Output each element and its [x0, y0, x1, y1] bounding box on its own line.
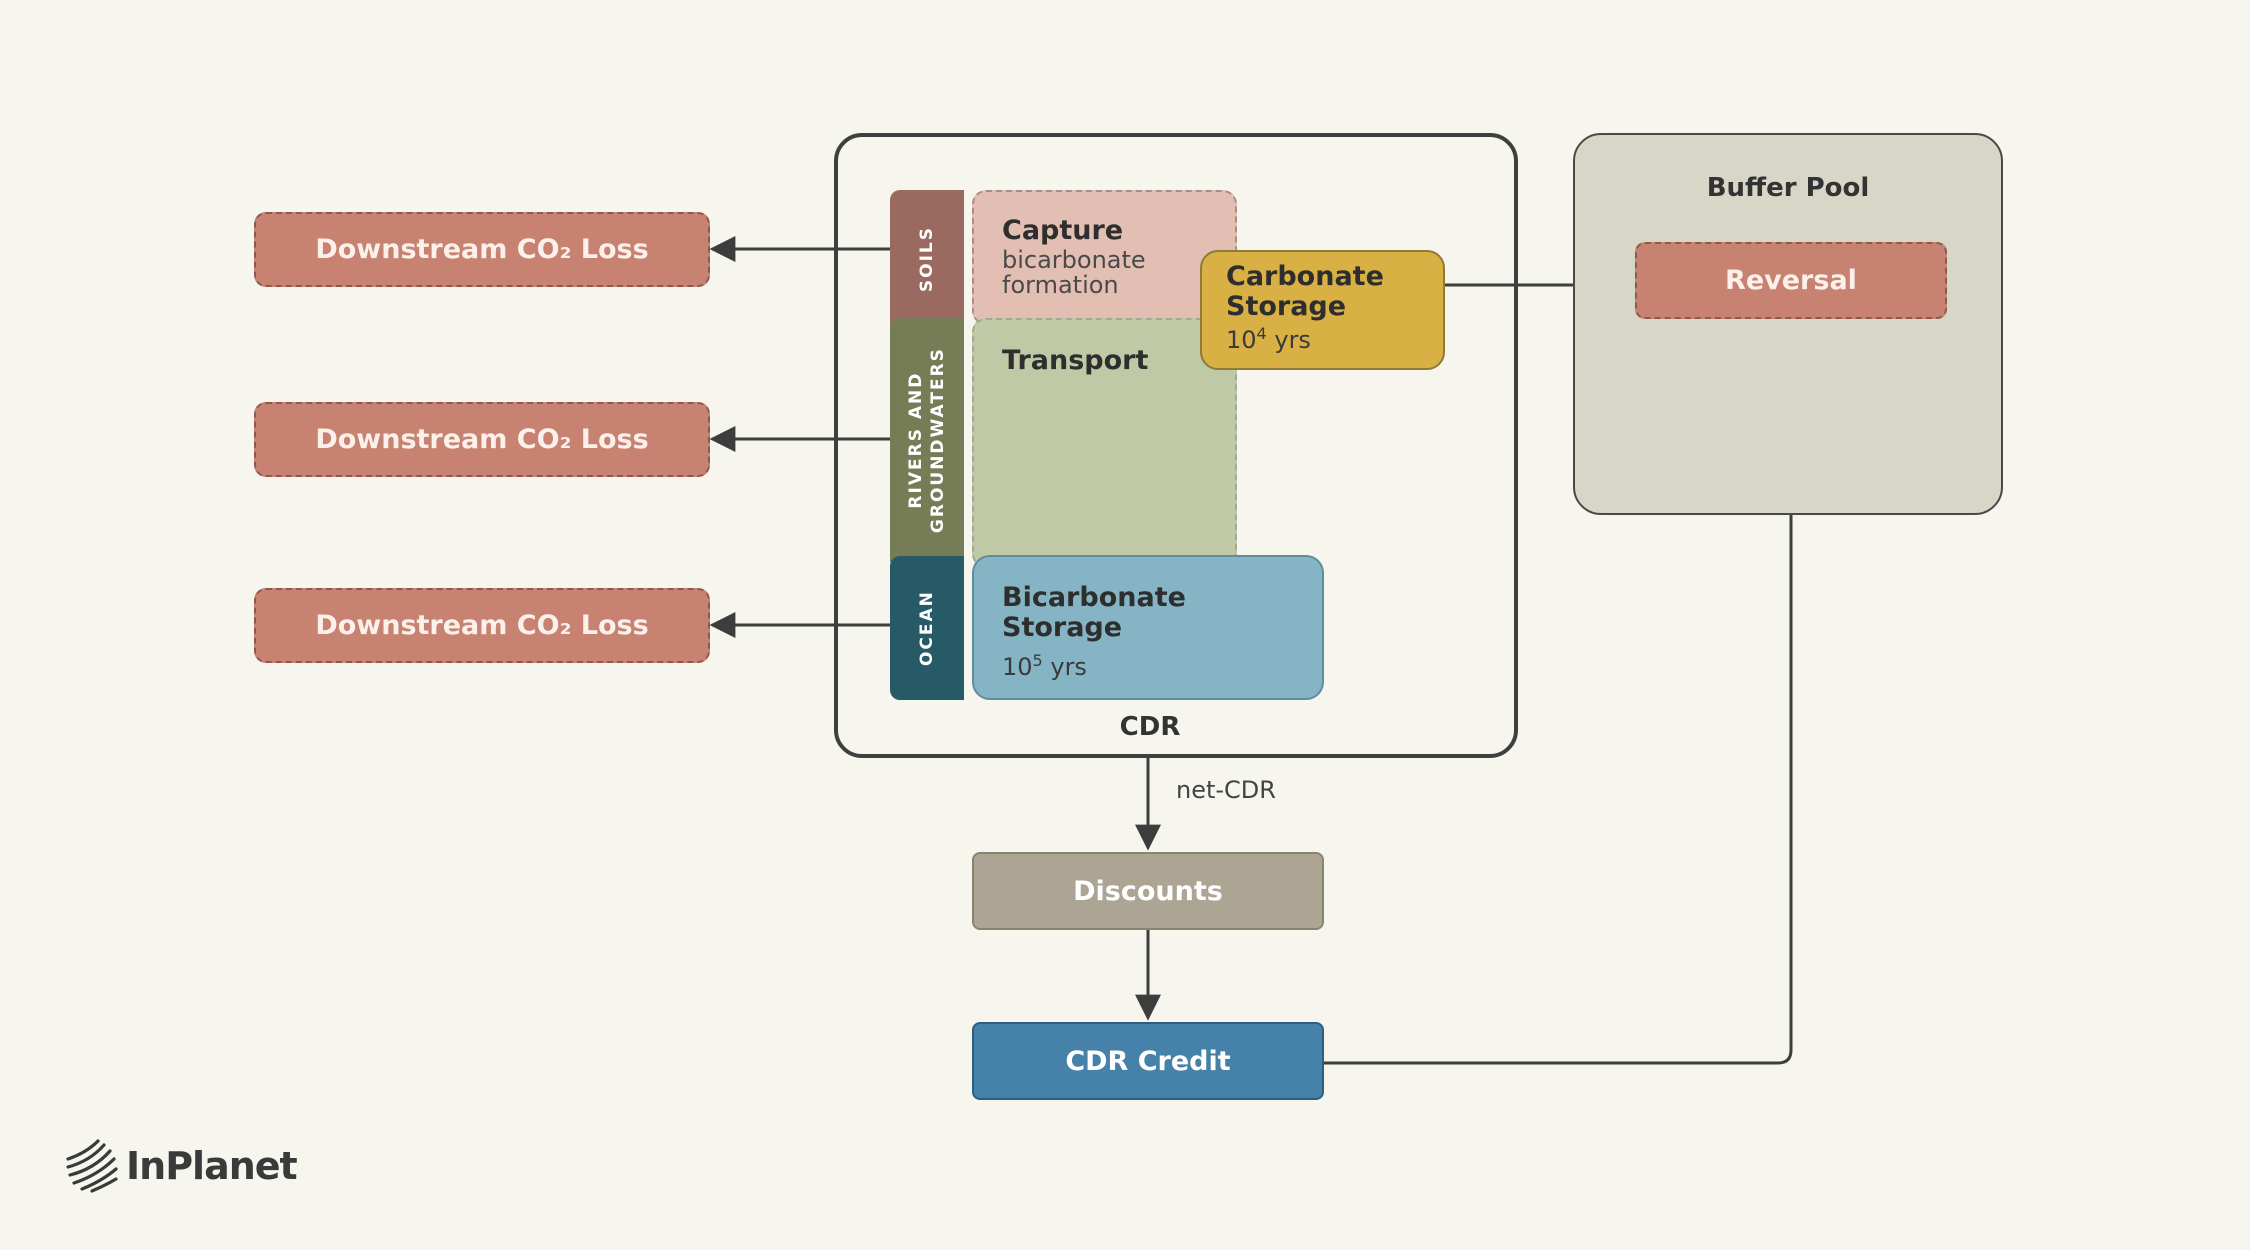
cdr-container: [834, 133, 1518, 758]
soils-strip: SOILS: [890, 190, 964, 328]
buffer-pool-title: Buffer Pool: [1706, 173, 1870, 203]
capture-title: Capture: [1002, 215, 1124, 246]
carbonate-duration-base: 10: [1226, 326, 1257, 354]
inplanet-logo: InPlanet: [64, 1138, 364, 1194]
carbonate-duration-exp: 4: [1256, 324, 1267, 343]
carbonate-storage-title: Carbonate Storage: [1226, 261, 1384, 323]
downstream-loss-label: Downstream CO₂ Loss: [315, 424, 649, 455]
bicarbonate-storage-duration: 105 yrs: [1002, 651, 1087, 681]
carbonate-title-line2: Storage: [1226, 291, 1347, 323]
buffer-pool-box: Buffer Pool: [1573, 133, 2003, 515]
transport-box: Transport: [972, 318, 1237, 568]
bicarbonate-storage-box: Bicarbonate Storage 105 yrs: [972, 555, 1324, 700]
discounts-label: Discounts: [1073, 875, 1223, 907]
capture-sub-line1: bicarbonate: [1002, 246, 1146, 274]
downstream-loss-rivers: Downstream CO₂ Loss: [254, 402, 710, 477]
bicarbonate-title-line1: Bicarbonate: [1002, 582, 1186, 613]
reversal-label: Reversal: [1725, 265, 1857, 296]
downstream-loss-label: Downstream CO₂ Loss: [315, 234, 649, 265]
cdr-credit-label: CDR Credit: [1065, 1045, 1231, 1077]
transport-title: Transport: [1002, 345, 1149, 376]
ocean-strip: OCEAN: [890, 556, 964, 700]
capture-subtitle: bicarbonate formation: [1002, 246, 1146, 300]
carbonate-title-line1: Carbonate: [1226, 261, 1384, 292]
rivers-label: RIVERS AND GROUNDWATERS: [905, 347, 949, 533]
inplanet-logo-icon: [66, 1139, 118, 1193]
rivers-label-line2: GROUNDWATERS: [928, 346, 949, 534]
carbonate-duration-unit: yrs: [1266, 326, 1311, 354]
rivers-label-line1: RIVERS AND: [905, 371, 926, 509]
capture-sub-line2: formation: [1002, 271, 1119, 300]
downstream-loss-soils: Downstream CO₂ Loss: [254, 212, 710, 287]
soils-label: SOILS: [916, 225, 937, 293]
ocean-label: OCEAN: [916, 590, 937, 666]
bicarbonate-title-line2: Storage: [1002, 612, 1123, 644]
downstream-loss-label: Downstream CO₂ Loss: [315, 610, 649, 641]
cdr-label: CDR: [1119, 712, 1181, 742]
discounts-box: Discounts: [972, 852, 1324, 930]
bicarbonate-duration-base: 10: [1002, 653, 1033, 681]
reversal-box: Reversal: [1635, 242, 1947, 319]
bicarbonate-duration-unit: yrs: [1042, 653, 1087, 681]
carbonate-storage-duration: 104 yrs: [1226, 324, 1311, 354]
rivers-strip: RIVERS AND GROUNDWATERS: [890, 318, 964, 562]
cdr-credit-box: CDR Credit: [972, 1022, 1324, 1100]
bicarbonate-storage-title: Bicarbonate Storage: [1002, 582, 1186, 644]
capture-box: Capture bicarbonate formation: [972, 190, 1237, 325]
bicarbonate-duration-exp: 5: [1032, 651, 1043, 670]
arrow-credit-reversal: [1324, 323, 1804, 1065]
carbonate-storage-box: Carbonate Storage 104 yrs: [1200, 250, 1445, 370]
net-cdr-label: net-CDR: [1176, 776, 1276, 804]
inplanet-logo-text: InPlanet: [126, 1144, 298, 1188]
downstream-loss-ocean: Downstream CO₂ Loss: [254, 588, 710, 663]
